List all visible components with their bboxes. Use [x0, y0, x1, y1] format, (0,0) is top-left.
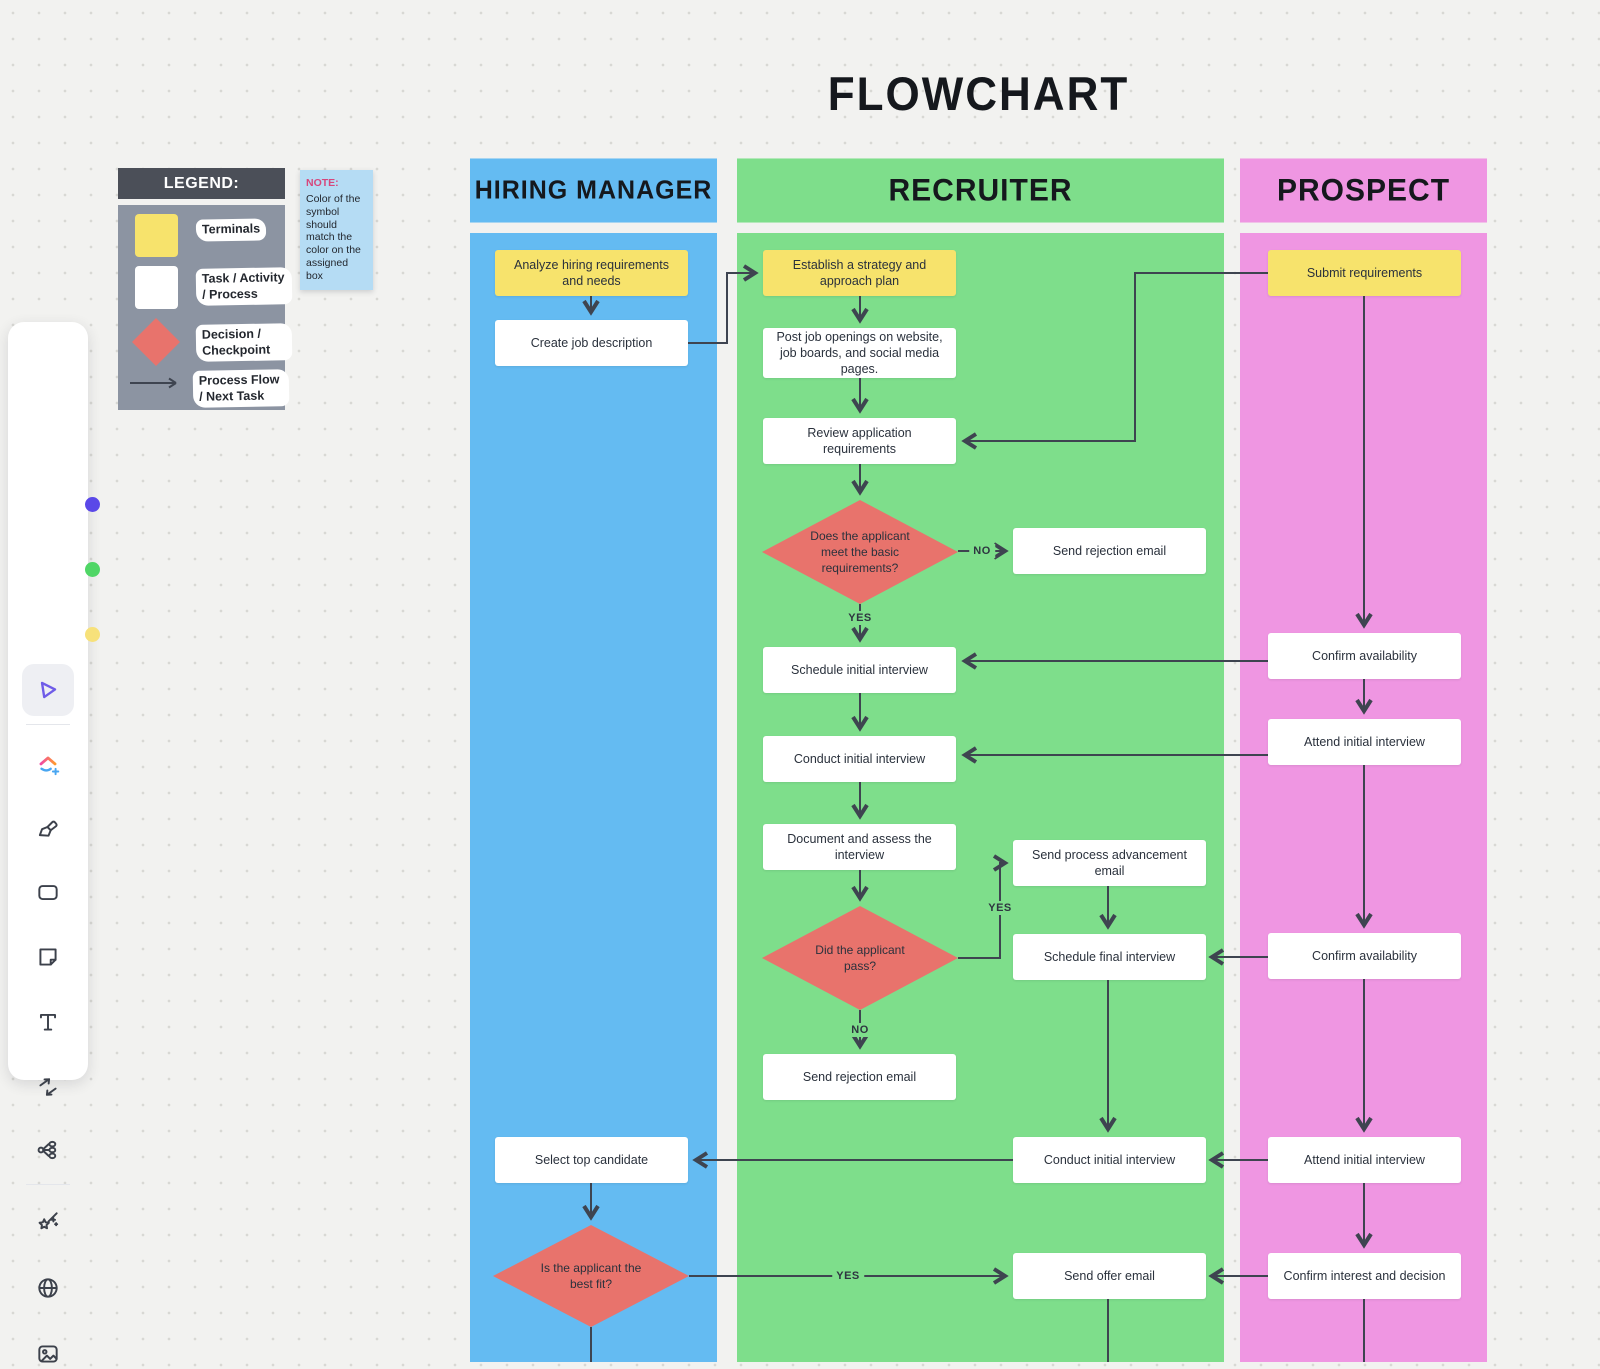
- branch-label-yes-3: YES: [832, 1269, 864, 1283]
- legend-label-terminals: Terminals: [195, 218, 267, 242]
- node-conduct-initial-interview-1[interactable]: Conduct initial interview: [763, 736, 956, 782]
- toolbar-divider: [26, 724, 70, 725]
- node-create-job-description[interactable]: Create job description: [495, 320, 688, 366]
- node-attend-initial-interview-1[interactable]: Attend initial interview: [1268, 719, 1461, 765]
- node-send-rejection-email-1[interactable]: Send rejection email: [1013, 528, 1206, 574]
- flowchart-title[interactable]: FLOWCHART: [827, 68, 1130, 121]
- text-tool-icon[interactable]: [33, 1007, 63, 1037]
- node-send-offer-email[interactable]: Send offer email: [1013, 1253, 1206, 1299]
- sticky-note-tool-icon[interactable]: [33, 942, 63, 972]
- note-sticky[interactable]: NOTE: Color of the symbol should match t…: [300, 170, 373, 290]
- node-conduct-initial-interview-2[interactable]: Conduct initial interview: [1013, 1137, 1206, 1183]
- legend-terminal-swatch: [135, 214, 178, 257]
- lane-prospect[interactable]: [1240, 233, 1487, 1362]
- legend-title[interactable]: LEGEND:: [118, 168, 285, 199]
- legend-process-swatch: [135, 266, 178, 309]
- active-tool-highlight: [22, 664, 74, 716]
- lane-recruiter[interactable]: [737, 233, 1224, 1362]
- branch-label-no-1: NO: [969, 544, 995, 558]
- legend-flow-arrow: [130, 377, 177, 389]
- node-post-job-openings[interactable]: Post job openings on website, job boards…: [763, 328, 956, 378]
- sticky-color-dot-yellow[interactable]: [85, 627, 100, 642]
- shape-color-dot-green[interactable]: [85, 562, 100, 577]
- node-confirm-availability-2[interactable]: Confirm availability: [1268, 933, 1461, 979]
- marker-tool-icon[interactable]: [33, 812, 63, 842]
- shape-tool-icon[interactable]: [33, 877, 63, 907]
- connector-tool-icon[interactable]: [33, 1072, 63, 1102]
- note-body: Color of the symbol should match the col…: [306, 193, 361, 282]
- node-submit-requirements[interactable]: Submit requirements: [1268, 250, 1461, 296]
- lane-header-hiring-manager[interactable]: HIRING MANAGER: [470, 158, 717, 223]
- node-attend-initial-interview-2[interactable]: Attend initial interview: [1268, 1137, 1461, 1183]
- branch-label-yes-2: YES: [984, 901, 1016, 915]
- node-review-application-requirements[interactable]: Review application requirements: [763, 418, 956, 464]
- lane-header-recruiter[interactable]: RECRUITER: [737, 158, 1224, 223]
- node-confirm-availability-1[interactable]: Confirm availability: [1268, 633, 1461, 679]
- lane-header-prospect[interactable]: PROSPECT: [1240, 158, 1487, 223]
- select-tool-icon[interactable]: [33, 675, 63, 705]
- node-schedule-initial-interview[interactable]: Schedule initial interview: [763, 647, 956, 693]
- node-establish-strategy[interactable]: Establish a strategy and approach plan: [763, 250, 956, 296]
- node-send-rejection-email-2[interactable]: Send rejection email: [763, 1054, 956, 1100]
- marker-color-dot-purple[interactable]: [85, 497, 100, 512]
- legend-label-process: Task / Activity / Process: [195, 267, 293, 307]
- node-schedule-final-interview[interactable]: Schedule final interview: [1013, 934, 1206, 980]
- legend-label-flow: Process Flow / Next Task: [192, 369, 290, 409]
- ai-assist-tool-icon[interactable]: [33, 1207, 63, 1237]
- web-tool-icon[interactable]: [33, 1273, 63, 1303]
- legend-label-decision: Decision / Checkpoint: [195, 323, 293, 363]
- tool-panel: [8, 322, 88, 1363]
- lane-hiring-manager[interactable]: [470, 233, 717, 1362]
- image-tool-icon[interactable]: [33, 1339, 63, 1369]
- node-send-advancement-email[interactable]: Send process advancement email: [1013, 840, 1206, 886]
- mind-map-tool-icon[interactable]: [33, 1135, 63, 1165]
- node-analyze-hiring-requirements[interactable]: Analyze hiring requirements and needs: [495, 250, 688, 296]
- branch-label-no-2: NO: [847, 1023, 873, 1037]
- node-select-top-candidate[interactable]: Select top candidate: [495, 1137, 688, 1183]
- note-title: NOTE:: [306, 177, 339, 189]
- templates-icon[interactable]: [33, 750, 63, 780]
- node-document-assess-interview[interactable]: Document and assess the interview: [763, 824, 956, 870]
- node-confirm-interest-decision[interactable]: Confirm interest and decision: [1268, 1253, 1461, 1299]
- toolbar-divider: [26, 1184, 70, 1185]
- branch-label-yes-1: YES: [844, 611, 876, 625]
